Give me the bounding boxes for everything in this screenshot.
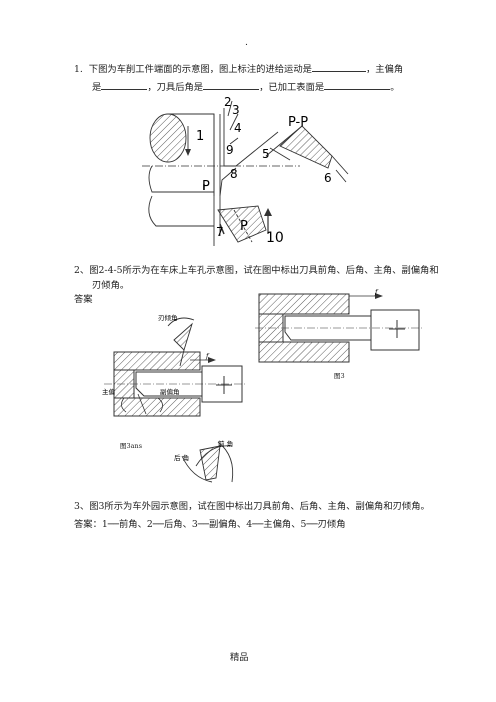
q1-blank-main-angle[interactable] bbox=[101, 80, 148, 90]
q1-line1: 1. 下图为车削工件端面的示意图，图上标注的进给运动是，主偏角 bbox=[74, 62, 404, 75]
answer-workpiece bbox=[113, 351, 201, 417]
fig1-label-p-bottom: P bbox=[240, 219, 248, 234]
q1-blank-surface[interactable] bbox=[324, 80, 391, 90]
q3-answer: 答案：1──前角、2──后角、3──副偏角、4──主偏角、5──刃倾角 bbox=[74, 519, 346, 530]
fig1-label-10: 10 bbox=[266, 230, 284, 246]
label-secondary-angle: 副偏角 bbox=[160, 387, 180, 396]
label-main-angle: 主偏 bbox=[102, 387, 116, 396]
answer-angle-arcs bbox=[121, 393, 163, 415]
fig1-label-7: 7 bbox=[216, 225, 224, 239]
fig1-label-3: 3 bbox=[232, 103, 240, 117]
q1-number: 1. bbox=[74, 64, 83, 75]
boring-bar bbox=[284, 309, 420, 351]
label-blade-inclination: 刃倾角 bbox=[158, 313, 178, 322]
q3-line1: 3、图3所示为车外园示意图，试在图中标出刀具前角、后角、主角、副偏角和刃倾角。 bbox=[74, 501, 430, 512]
caption-fig3: 图3 bbox=[334, 372, 345, 380]
q2-answer-label: 答案 bbox=[74, 294, 93, 305]
fig1-label-p-p: P-P bbox=[288, 115, 308, 130]
fig1-label-6: 6 bbox=[324, 171, 332, 185]
fig1-label-1: 1 bbox=[196, 129, 204, 144]
fig1-label-p-left: P bbox=[202, 179, 210, 194]
svg-text:f: f bbox=[374, 288, 379, 296]
caption-fig3ans: 图3ans bbox=[120, 442, 143, 450]
q1-line2: 是，刀具后角是，已加工表面是。 bbox=[92, 80, 400, 93]
answer-tool-section bbox=[181, 441, 234, 483]
figure-facing: 2 3 4 1 9 5 8 P P-P 6 7 P 10 bbox=[142, 95, 349, 246]
header-mark: . bbox=[245, 37, 248, 48]
label-front-angle: 前 角 bbox=[218, 439, 233, 448]
cutting-tool bbox=[217, 100, 279, 243]
fig1-label-4: 4 bbox=[234, 121, 242, 135]
q2-line2: 刃倾角。 bbox=[92, 280, 130, 291]
answer-boring-bar bbox=[135, 365, 243, 403]
fig1-label-2: 2 bbox=[224, 95, 232, 109]
workpiece bbox=[148, 113, 221, 246]
fig1-label-8: 8 bbox=[230, 167, 238, 181]
figure-boring: f bbox=[255, 288, 423, 363]
section-p-p bbox=[265, 125, 349, 183]
label-feed-left: f bbox=[205, 352, 210, 360]
q1-blank-feed[interactable] bbox=[311, 62, 366, 72]
figure-boring-answer: 刃倾角 f 主偏 副偏角 后 角 前 角 bbox=[102, 313, 246, 483]
footer-text: 精品 bbox=[230, 652, 249, 663]
label-back-angle: 后 角 bbox=[174, 453, 189, 462]
q1-blank-back-angle[interactable] bbox=[203, 80, 260, 90]
q2-line1: 2、图2-4-5所示为在车床上车孔示意图，试在图中标出刀具前角、后角、主角、副偏… bbox=[74, 265, 439, 276]
fig1-label-9: 9 bbox=[226, 143, 234, 157]
fig1-label-5: 5 bbox=[262, 147, 270, 161]
